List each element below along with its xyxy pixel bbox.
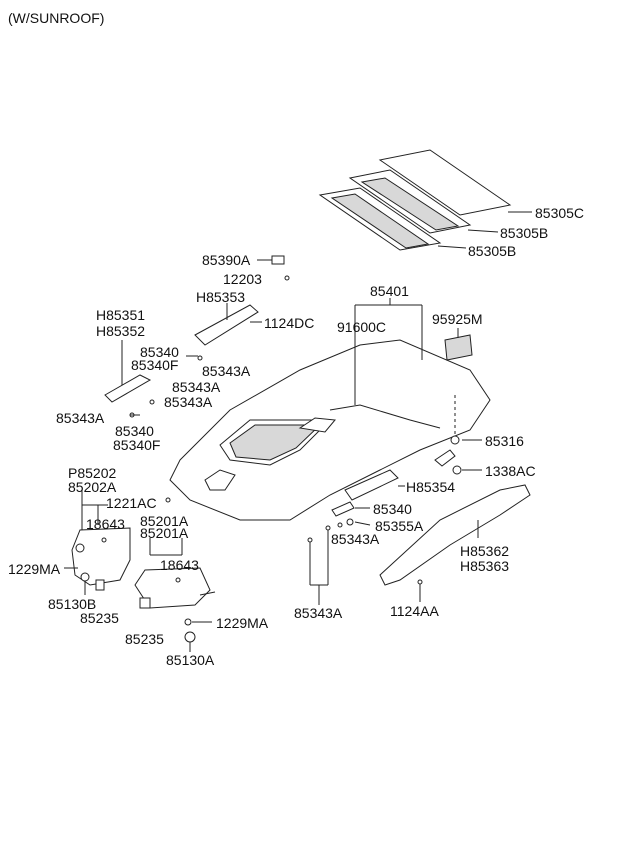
clip-85390A bbox=[271, 255, 285, 265]
label-18643: 18643 bbox=[160, 557, 199, 573]
label-85340: 85340 bbox=[140, 344, 179, 360]
label-85390A: 85390A bbox=[202, 252, 251, 268]
label-18643: 18643 bbox=[86, 516, 125, 532]
label-H85352: H85352 bbox=[96, 323, 146, 339]
label-H85354: H85354 bbox=[406, 479, 456, 495]
label-85316: 85316 bbox=[485, 433, 524, 449]
holder-85130B bbox=[80, 572, 90, 582]
label-12203: 12203 bbox=[223, 271, 262, 287]
grab-rail-H85353 bbox=[194, 303, 259, 346]
label-85305B: 85305B bbox=[500, 225, 549, 241]
label-85340F: 85340F bbox=[131, 357, 179, 373]
label-H85351: H85351 bbox=[96, 307, 146, 323]
label-P85202: P85202 bbox=[68, 465, 117, 481]
sun-visor-85202A bbox=[71, 527, 131, 586]
label-85340: 85340 bbox=[373, 501, 412, 517]
label-1124AA: 1124AA bbox=[390, 603, 439, 619]
label-85201A: 85201A bbox=[140, 513, 189, 529]
label-85130A: 85130A bbox=[166, 652, 215, 668]
label-85343A: 85343A bbox=[56, 410, 105, 426]
label-85235: 85235 bbox=[80, 610, 119, 626]
clip-85235-right bbox=[139, 597, 151, 609]
label-85355A: 85355A bbox=[375, 518, 424, 534]
label-1338AC: 1338AC bbox=[485, 463, 536, 479]
label-85343A: 85343A bbox=[164, 394, 213, 410]
label-1229MA: 1229MA bbox=[216, 615, 269, 631]
roof-pad-85305B-lower bbox=[318, 187, 442, 251]
label-1221AC: 1221AC bbox=[106, 495, 157, 511]
clip-85316 bbox=[450, 435, 460, 445]
label-85201A: 85201A bbox=[140, 525, 189, 541]
clip-85235-left bbox=[95, 579, 105, 591]
label-85343A: 85343A bbox=[294, 605, 343, 621]
diagram-title: (W/SUNROOF) bbox=[8, 10, 105, 26]
label-85202A: 85202A bbox=[68, 479, 117, 495]
label-95925M: 95925M bbox=[432, 311, 483, 327]
label-H85363: H85363 bbox=[460, 558, 510, 574]
label-H85362: H85362 bbox=[460, 543, 510, 559]
label-85343A: 85343A bbox=[331, 531, 380, 547]
label-H85353: H85353 bbox=[196, 289, 246, 305]
label-85343A: 85343A bbox=[172, 379, 221, 395]
label-85305B: 85305B bbox=[468, 243, 517, 259]
overhead-console-H85354 bbox=[344, 469, 399, 501]
label-85343A: 85343A bbox=[202, 363, 251, 379]
label-91600C: 91600C bbox=[337, 319, 387, 335]
nut-1338AC bbox=[452, 465, 462, 475]
label-85401: 85401 bbox=[370, 283, 409, 299]
holder-85130A bbox=[184, 631, 196, 643]
roof-pad-85305C bbox=[378, 149, 512, 216]
label-85305C: 85305C bbox=[535, 205, 585, 221]
pad-95925M bbox=[444, 334, 473, 361]
label-1124DC: 1124DC bbox=[264, 315, 315, 331]
label-85235: 85235 bbox=[125, 631, 164, 647]
label-85340F: 85340F bbox=[113, 437, 161, 453]
assist-handle-H85351 bbox=[104, 340, 152, 403]
headliner-85401 bbox=[169, 339, 491, 521]
roof-pad-85305B-upper bbox=[348, 169, 472, 234]
side-trim-H85362 bbox=[379, 484, 531, 586]
label-85130B: 85130B bbox=[48, 596, 97, 612]
label-1229MA: 1229MA bbox=[8, 561, 61, 577]
label-85340: 85340 bbox=[115, 423, 154, 439]
